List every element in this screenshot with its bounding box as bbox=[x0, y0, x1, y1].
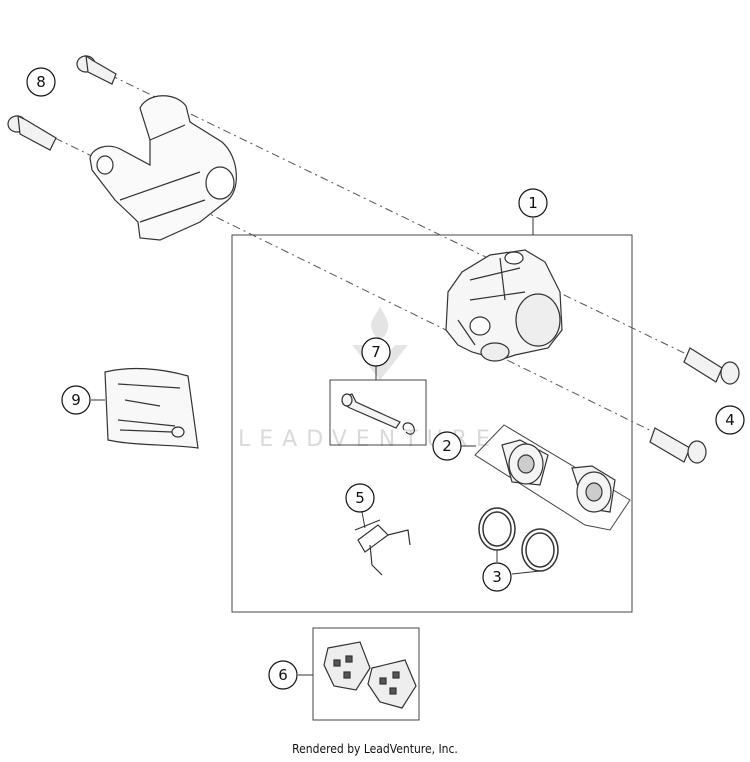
callout-3-label: 3 bbox=[492, 568, 502, 586]
callout-9: 9 bbox=[61, 385, 91, 415]
callout-8: 8 bbox=[26, 67, 56, 97]
callout-1-label: 1 bbox=[528, 194, 538, 212]
callout-2: 2 bbox=[432, 431, 462, 461]
callout-4: 4 bbox=[715, 405, 745, 435]
caliper-piston-right bbox=[571, 465, 616, 513]
retaining-clip bbox=[402, 422, 415, 435]
render-credit: Rendered by LeadVenture, Inc. bbox=[292, 742, 458, 756]
callout-7: 7 bbox=[361, 337, 391, 367]
caliper-pin bbox=[341, 393, 401, 429]
callout-leaders bbox=[91, 218, 541, 676]
pad-spring bbox=[354, 519, 411, 576]
bolt-right-lower bbox=[649, 427, 707, 464]
caliper-kit-box bbox=[231, 234, 633, 613]
callout-6-label: 6 bbox=[278, 666, 288, 684]
callout-5: 5 bbox=[345, 483, 375, 513]
callout-5-label: 5 bbox=[355, 489, 365, 507]
pin-kit-box bbox=[329, 379, 427, 446]
grease-packet bbox=[104, 367, 199, 449]
callout-7-label: 7 bbox=[371, 343, 381, 361]
bolt-lower-left bbox=[7, 114, 57, 151]
brake-pads bbox=[323, 641, 417, 709]
piston-seal-rings bbox=[478, 507, 559, 572]
caliper-bracket bbox=[89, 95, 237, 241]
callout-6: 6 bbox=[268, 660, 298, 690]
bolt-upper-left bbox=[76, 54, 117, 85]
callout-3: 3 bbox=[482, 562, 512, 592]
brake-pad-box bbox=[312, 627, 420, 721]
bolt-right-upper bbox=[683, 347, 740, 385]
callout-8-label: 8 bbox=[36, 73, 46, 91]
assembly-axis-lines bbox=[54, 74, 716, 446]
brake-caliper bbox=[445, 249, 563, 362]
callout-9-label: 9 bbox=[71, 391, 81, 409]
callout-4-label: 4 bbox=[725, 411, 735, 429]
caliper-piston-left bbox=[501, 439, 549, 486]
callout-2-label: 2 bbox=[442, 437, 452, 455]
piston-kit-box bbox=[474, 424, 631, 531]
callout-1: 1 bbox=[518, 188, 548, 218]
